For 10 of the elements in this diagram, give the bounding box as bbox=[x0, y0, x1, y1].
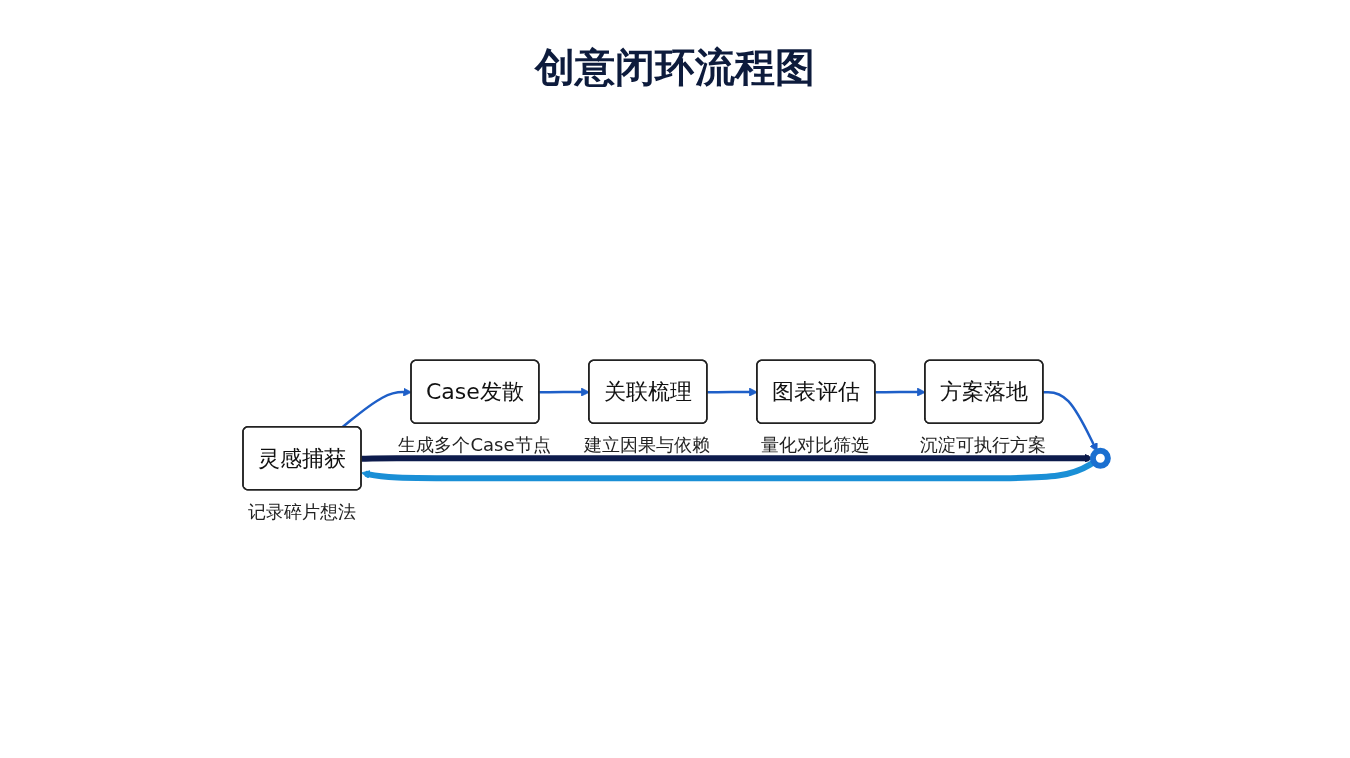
step-description: 生成多个Case节点 bbox=[398, 433, 551, 458]
step-description: 建立因果与依赖 bbox=[584, 433, 711, 458]
step-description: 量化对比筛选 bbox=[761, 433, 870, 458]
node-circle bbox=[1089, 447, 1111, 469]
arrow bbox=[360, 459, 1096, 482]
step-description: 记录碎片想法 bbox=[247, 499, 356, 524]
diagram-title: 创意闭环流程图 bbox=[533, 43, 816, 92]
step-description: 沉淀可执行方案 bbox=[920, 433, 1047, 458]
arrow bbox=[361, 453, 1093, 463]
arrow bbox=[1042, 390, 1098, 452]
